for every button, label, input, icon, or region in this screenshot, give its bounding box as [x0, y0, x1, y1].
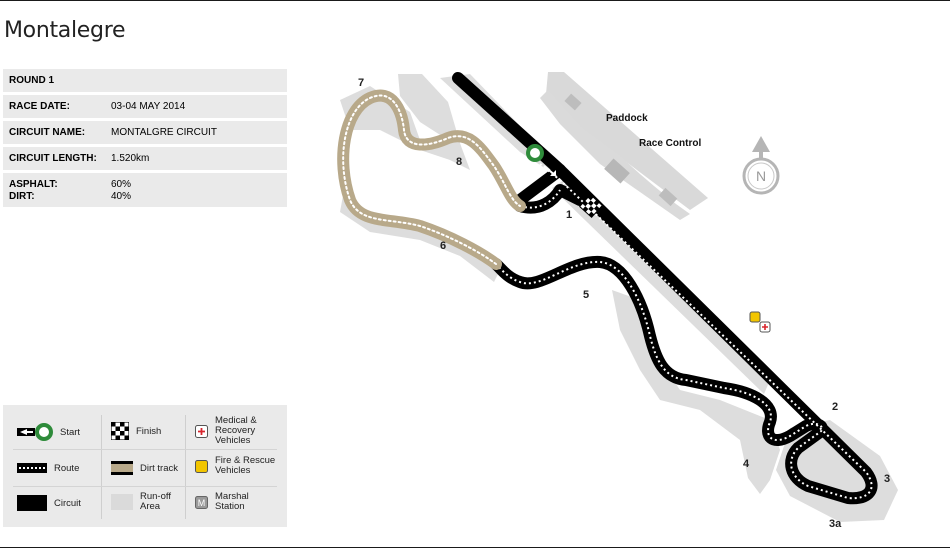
- medical-cross-icon: [195, 424, 208, 438]
- legend-fire-rescue: Fire & Rescue Vehicles: [195, 456, 283, 476]
- legend-runoff: Run-off Area: [111, 492, 184, 512]
- circuit-name-row: CIRCUIT NAME: MONTALGRE CIRCUIT: [3, 121, 287, 144]
- legend-circuit: Circuit: [17, 495, 81, 511]
- legend-dirt-track-label: Dirt track: [140, 462, 178, 474]
- legend-route: Route: [17, 461, 79, 475]
- finish-line: [578, 193, 604, 219]
- page-title: Montalegre: [4, 18, 126, 43]
- race-date-row: RACE DATE: 03-04 MAY 2014: [3, 95, 287, 118]
- turn-2-label: 2: [832, 401, 838, 413]
- race-date-value: 03-04 MAY 2014: [111, 101, 186, 112]
- legend-marshal-label: Marshal Station: [215, 491, 249, 512]
- turn-8-label: 8: [456, 156, 462, 168]
- legend-runoff-label: Run-off Area: [140, 491, 171, 512]
- dirt-label: DIRT:: [9, 191, 35, 202]
- legend-circuit-label: Circuit: [54, 497, 81, 509]
- north-label: N: [756, 168, 766, 184]
- race-control-building: [604, 158, 630, 184]
- turn-3-label: 3: [884, 473, 890, 485]
- turn-1-label: 1: [566, 209, 572, 221]
- building-1: [564, 93, 582, 111]
- race-info-panel: ROUND 1 RACE DATE: 03-04 MAY 2014 CIRCUI…: [3, 69, 287, 210]
- surface-row: ASPHALT: DIRT: 60% 40%: [3, 173, 287, 207]
- legend-divider: [101, 415, 102, 519]
- svg-text:M: M: [198, 498, 206, 508]
- north-compass-icon: N: [742, 136, 780, 195]
- turn-3a-label: 3a: [829, 518, 842, 530]
- asphalt-value: 60%: [111, 179, 132, 190]
- dirt-track-icon: [111, 461, 133, 475]
- medical-map-marker: [759, 321, 771, 333]
- circuit-icon: [17, 495, 47, 511]
- legend-start: Start: [17, 422, 80, 442]
- map-legend: Start Finish Medical & Recovery Vehicles: [3, 405, 287, 527]
- dirt-track: [337, 89, 526, 270]
- circuit-length-row: CIRCUIT LENGTH: 1.520km: [3, 147, 287, 170]
- round-row: ROUND 1: [3, 69, 287, 92]
- turn-5-label: 5: [583, 289, 589, 301]
- track-map: Paddock Race Control 1 2 3 3a 4 5 6 7 8 …: [337, 72, 898, 530]
- dirt-value: 40%: [111, 191, 132, 202]
- paddock-buildings: [540, 72, 708, 220]
- asphalt-label: ASPHALT:: [9, 179, 58, 190]
- race-date-label: RACE DATE:: [9, 101, 70, 112]
- fire-rescue-map-marker: [749, 311, 761, 323]
- runoff-icon: [111, 494, 133, 510]
- legend-divider: [185, 415, 186, 519]
- turn-4-label: 4: [743, 458, 750, 470]
- route-line: [495, 163, 873, 500]
- turn-7-label: 7: [358, 77, 364, 89]
- circuit-length-label: CIRCUIT LENGTH:: [9, 153, 97, 164]
- paddock-label: Paddock: [606, 113, 648, 124]
- legend-marshal: M Marshal Station: [195, 492, 283, 512]
- circuit-length-value: 1.520km: [111, 153, 150, 164]
- legend-finish: Finish: [111, 422, 161, 440]
- paddock-area: [546, 72, 708, 210]
- start-arrow-icon: [17, 422, 53, 442]
- legend-start-label: Start: [60, 426, 81, 438]
- legend-medical: Medical & Recovery Vehicles: [195, 416, 283, 446]
- turn-6-label: 6: [440, 240, 446, 252]
- legend-divider: [13, 449, 277, 450]
- marshal-station-icon: M: [195, 495, 208, 509]
- legend-dirt-track: Dirt track: [111, 461, 178, 475]
- circuit-name-label: CIRCUIT NAME:: [9, 127, 86, 138]
- round-label: ROUND 1: [9, 75, 55, 86]
- bottom-rule: [0, 547, 950, 548]
- fire-rescue-icon: [195, 459, 208, 473]
- checkered-flag-icon: [111, 422, 129, 440]
- race-control-label: Race Control: [639, 138, 701, 149]
- legend-route-label: Route: [54, 462, 80, 474]
- legend-divider: [13, 486, 277, 487]
- legend-fire-rescue-label: Fire & Rescue Vehicles: [215, 455, 276, 476]
- start-marker: [526, 144, 557, 177]
- route-icon: [17, 461, 47, 475]
- top-rule: [0, 0, 950, 1]
- legend-medical-label: Medical & Recovery Vehicles: [215, 415, 257, 446]
- legend-finish-label: Finish: [136, 425, 162, 437]
- circuit-name-value: MONTALGRE CIRCUIT: [111, 127, 217, 138]
- building-2: [658, 187, 678, 207]
